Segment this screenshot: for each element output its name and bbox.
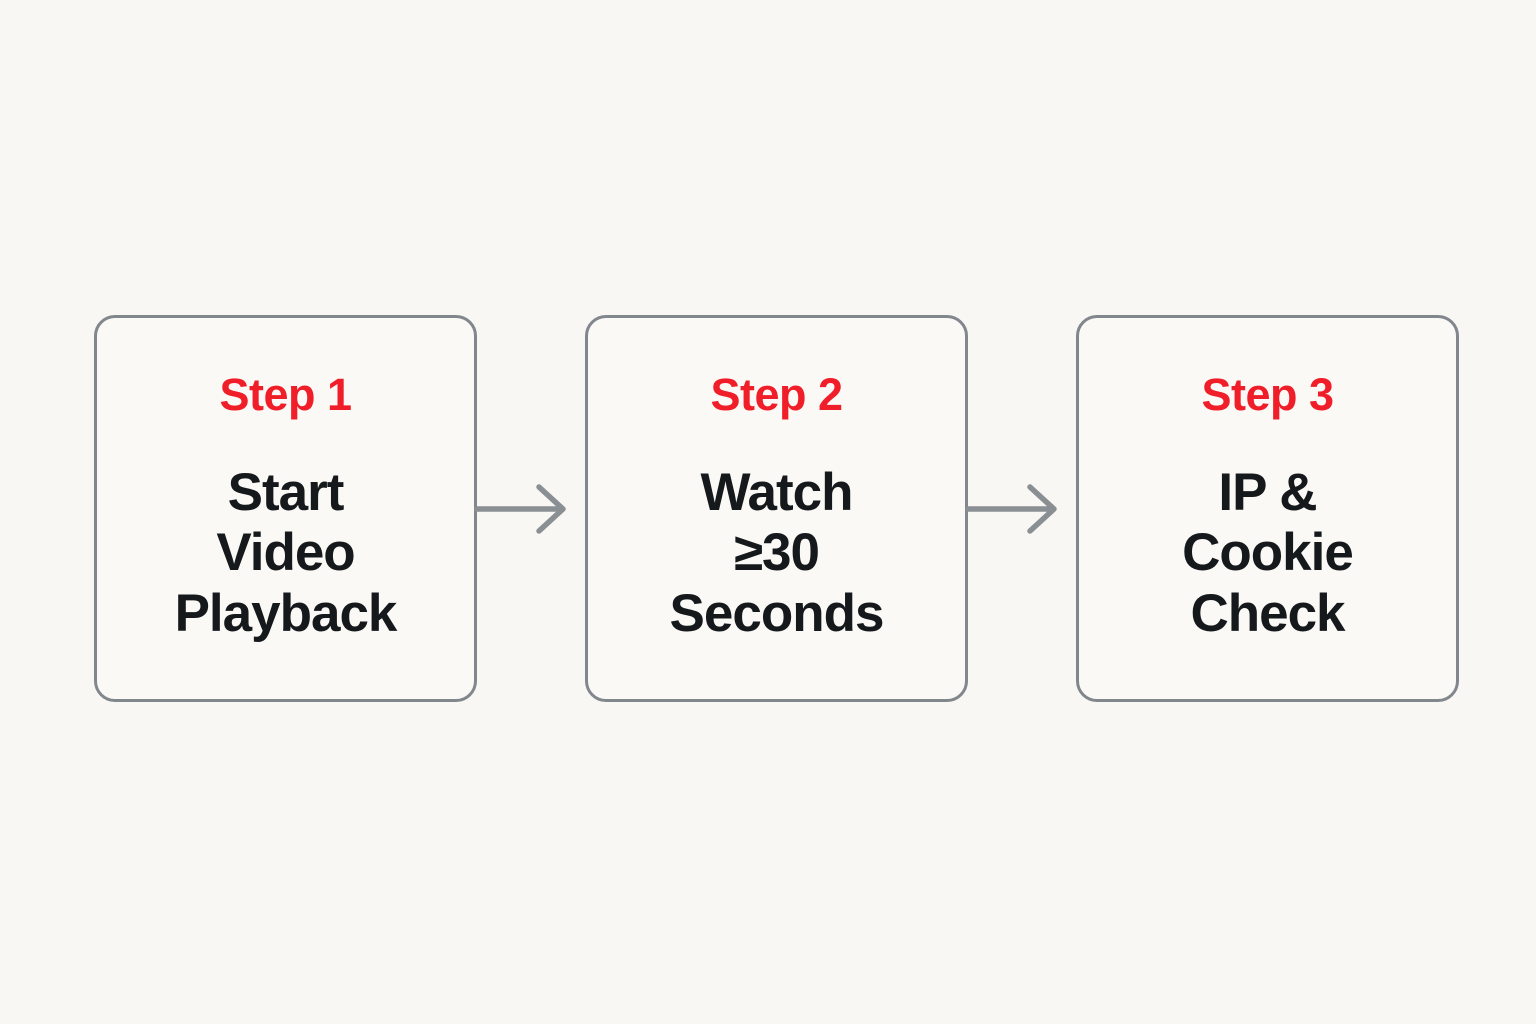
step-body-1: Start Video Playback xyxy=(174,463,398,643)
arrow-right-icon xyxy=(965,483,1057,534)
step-box-1[interactable]: Step 1 Start Video Playback xyxy=(94,315,477,702)
step-body-2: Watch ≥30 Seconds xyxy=(669,463,885,643)
step-label-1: Step 1 xyxy=(219,369,352,420)
step-body-3: IP & Cookie Check xyxy=(1182,463,1354,643)
flow-row: Step 1 Start Video Playback Step 2 Watch… xyxy=(94,315,1459,702)
connector-1-to-2 xyxy=(474,315,585,702)
connector-2-to-3 xyxy=(965,315,1076,702)
arrow-right-icon xyxy=(474,483,566,534)
step-label-2: Step 2 xyxy=(710,369,843,420)
step-box-2[interactable]: Step 2 Watch ≥30 Seconds xyxy=(585,315,968,702)
step-box-3[interactable]: Step 3 IP & Cookie Check xyxy=(1076,315,1459,702)
step-label-3: Step 3 xyxy=(1201,369,1334,420)
